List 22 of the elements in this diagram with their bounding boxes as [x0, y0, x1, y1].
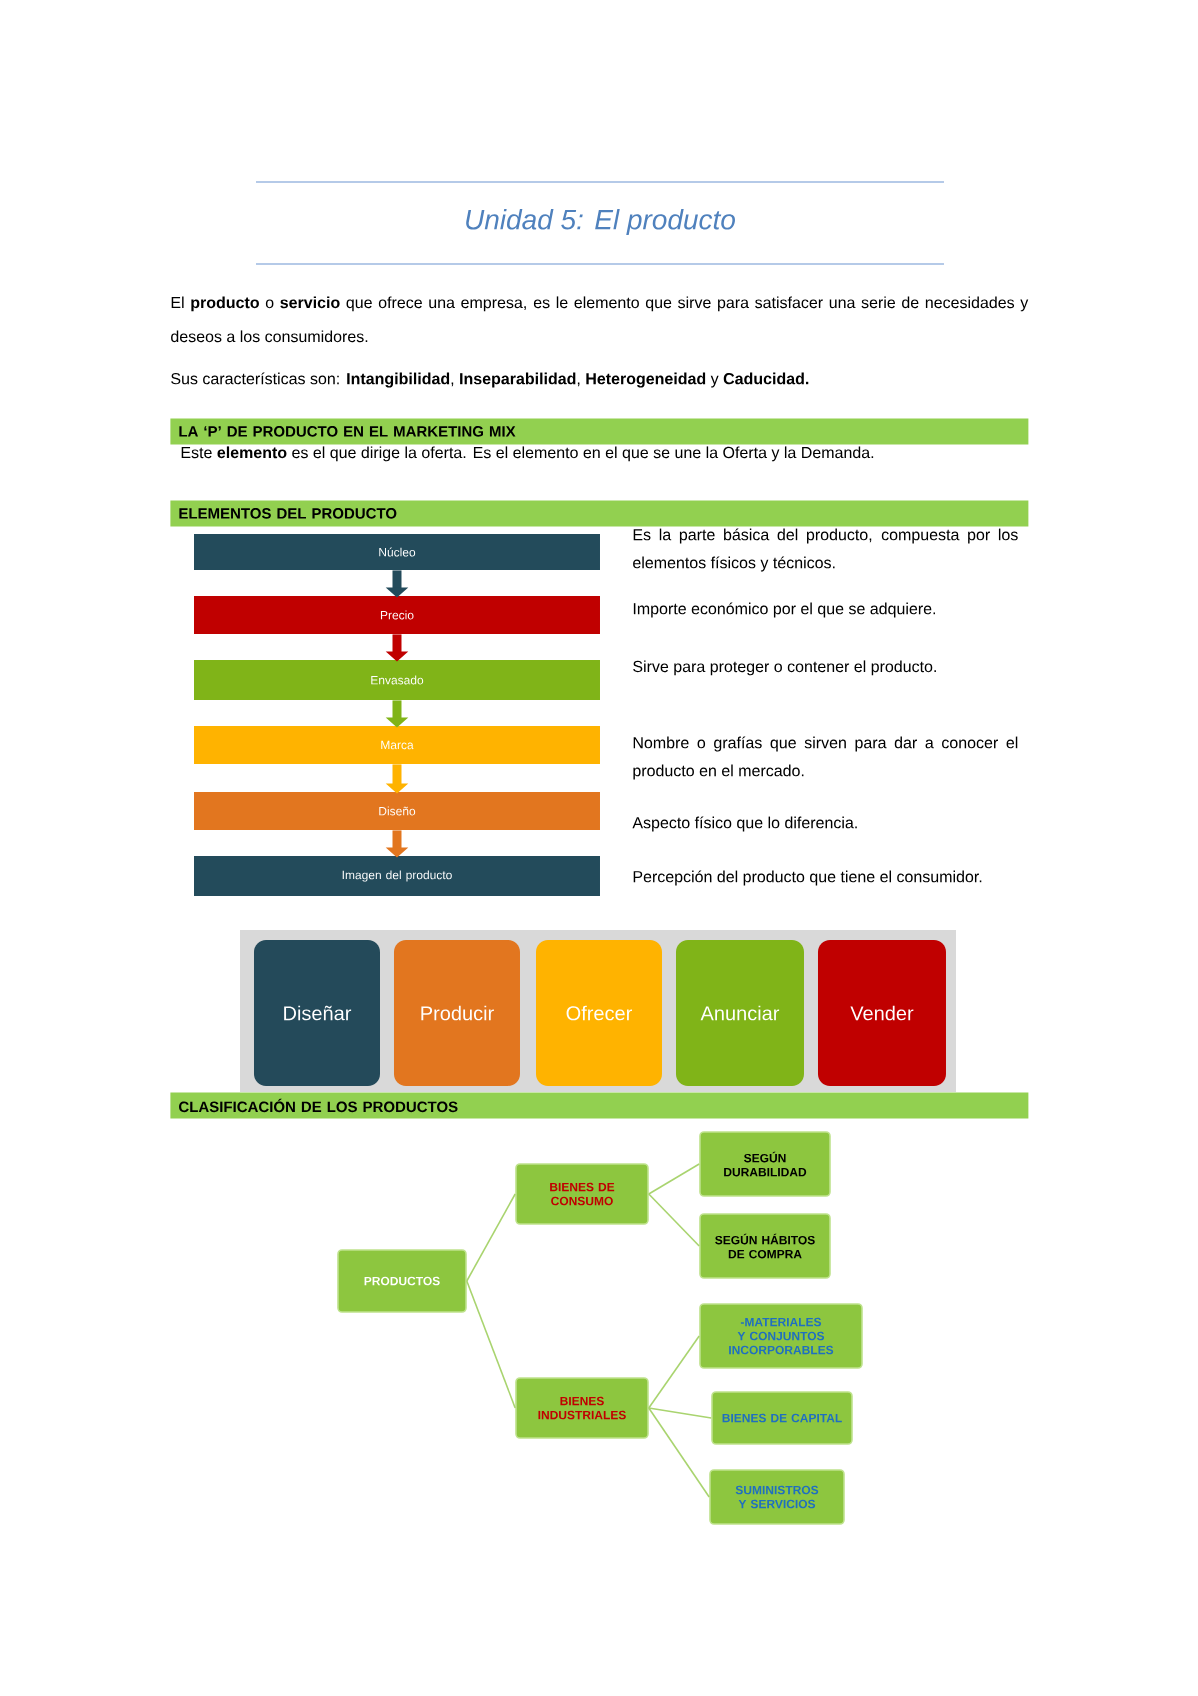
description-text: Importe económico por el que se adquiere.: [633, 602, 936, 618]
description-text: Nombre o grafías que sirven para dar a conocer el producto en el mercado.: [633, 736, 1018, 780]
description-text: Percepción del producto que tiene el consumidor.: [633, 870, 982, 886]
paragraph: El producto o servicio que ofrece una empresa, es le elemento que sirve para satisfacer una serie de necesidades y deseos a los consumidores.: [171, 296, 1029, 343]
connector-line: [648, 1193, 700, 1247]
connector-line: [466, 1280, 516, 1409]
process-box: Anunciar: [676, 940, 804, 1086]
description-text: Sirve para proteger o contener el producto.: [633, 660, 936, 676]
process-box: Diseñar: [254, 940, 380, 1086]
paragraph: Sus características son: Intangibilidad, Inseparabilidad, Heterogeneidad y Caducidad.: [171, 372, 809, 388]
process-box: Producir: [394, 940, 520, 1086]
process-box: Vender: [818, 940, 946, 1086]
connector-line: [648, 1335, 700, 1409]
connector-line: [648, 1163, 700, 1195]
description-text: Aspecto físico que lo diferencia.: [632, 816, 857, 832]
connector-line: [648, 1407, 710, 1498]
process-box: Ofrecer: [536, 940, 662, 1086]
description-text: Es la parte básica del producto, compuesta por los elementos físicos y técnicos.: [633, 528, 1018, 572]
connector-line: [466, 1193, 516, 1282]
title: Unidad 5: El producto: [466, 208, 735, 236]
paragraph: Este elemento es el que dirige la oferta. Es el elemento en el que se une la Oferta y la Demanda.: [181, 446, 874, 462]
connector-line: [648, 1407, 712, 1419]
